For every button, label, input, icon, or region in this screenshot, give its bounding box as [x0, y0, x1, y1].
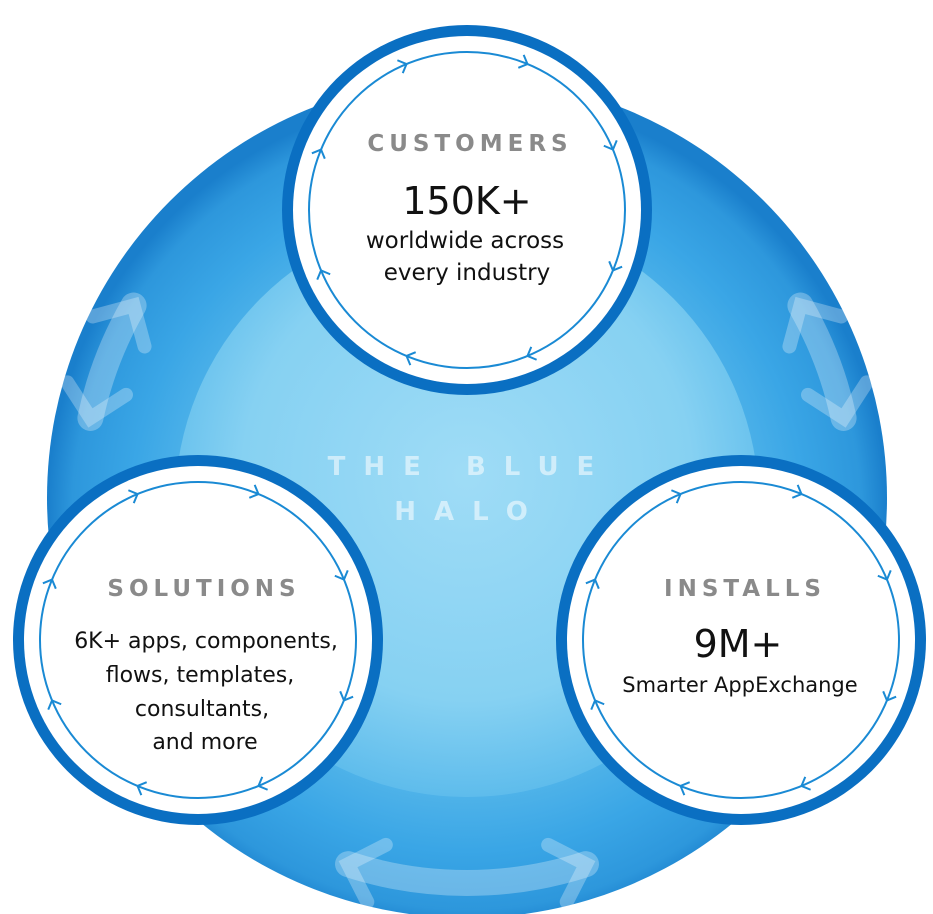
halo-arrowhead: [338, 837, 393, 909]
flow-arrowhead: [679, 781, 691, 796]
halo-arc-right: [787, 292, 857, 431]
flow-arrowhead: [136, 781, 148, 796]
flow-arrowhead: [517, 54, 529, 69]
halo-arrowhead: [801, 375, 874, 428]
flow-arrowhead: [608, 260, 623, 272]
halo-arc-bottom: [335, 851, 599, 896]
solutions-node: SOLUTIONS 6K+ apps, components, flows, t…: [13, 455, 383, 825]
solutions-label: SOLUTIONS: [107, 576, 300, 602]
installs-line-1: Smarter AppExchange: [622, 673, 857, 697]
flow-arrowhead: [397, 59, 408, 74]
flow-arrowhead: [257, 776, 268, 791]
customers-node: CUSTOMERS 150K+ worldwide across every i…: [282, 25, 652, 395]
flow-arrowhead: [603, 140, 618, 151]
flow-arrowhead: [316, 269, 331, 280]
center-title-line1: THE BLUE: [328, 452, 613, 482]
flow-arrowhead: [339, 690, 354, 702]
solutions-line-1: 6K+ apps, components,: [74, 629, 338, 654]
halo-arc-left: [77, 292, 147, 431]
flow-arrowhead: [526, 346, 537, 361]
solutions-line-3: consultants,: [135, 697, 269, 722]
solutions-line-4: and more: [152, 730, 257, 755]
center-title-line2: HALO: [394, 497, 546, 527]
halo-arrowhead: [60, 375, 133, 428]
customers-label: CUSTOMERS: [367, 131, 572, 157]
flow-arrowhead: [590, 699, 605, 710]
flow-arrowhead: [791, 484, 803, 499]
halo-flow-arrows: [60, 292, 874, 909]
customers-big-number: 150K+: [402, 179, 531, 223]
installs-big-number: 9M+: [694, 622, 783, 666]
halo-arrowhead: [85, 296, 152, 354]
solutions-line-2: flows, templates,: [106, 663, 295, 688]
flow-arrowhead: [877, 570, 892, 581]
flow-arrowhead: [334, 570, 349, 581]
flow-arrowhead: [405, 351, 417, 366]
halo-arrowhead: [782, 296, 849, 354]
flow-arrowhead: [248, 484, 260, 499]
flow-arrowhead: [800, 776, 811, 791]
customers-line-2: every industry: [384, 260, 551, 286]
customers-line-1: worldwide across: [366, 228, 564, 254]
installs-label: INSTALLS: [664, 576, 826, 602]
flow-arrowhead: [585, 578, 600, 590]
flow-arrowhead: [47, 699, 62, 710]
flow-arrowhead: [882, 690, 897, 702]
halo-arrowhead: [541, 837, 596, 909]
flow-arrowhead: [671, 489, 682, 504]
installs-node: INSTALLS 9M+ Smarter AppExchange: [556, 455, 926, 825]
flow-arrowhead: [42, 578, 57, 590]
flow-arrowhead: [128, 489, 139, 504]
flow-arrowhead: [311, 148, 326, 160]
